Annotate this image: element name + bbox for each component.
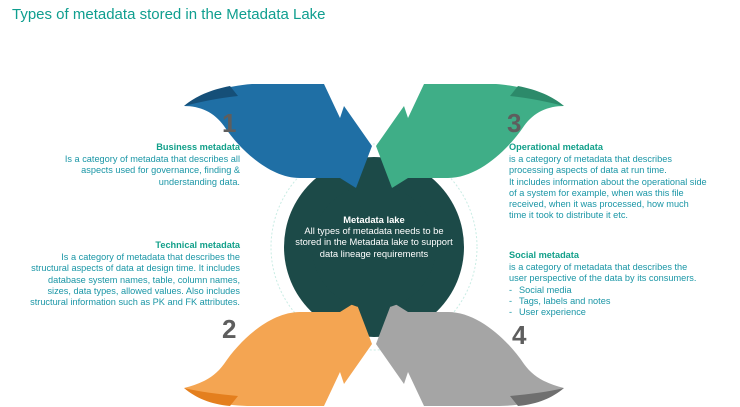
operational-metadata-heading: Operational metadata <box>509 142 603 152</box>
technical-line: database system names, table, column nam… <box>47 274 240 285</box>
business-metadata-heading: Business metadata <box>156 142 240 152</box>
operational-line: is a category of metadata that describes <box>509 154 672 165</box>
operational-line: received, when it was processed, how muc… <box>509 199 689 210</box>
social-bullet-list: Social media Tags, labels and notes User… <box>509 285 735 319</box>
social-line: is a category of metadata that describes… <box>509 262 688 273</box>
business-line: Is a category of metadata that describes… <box>64 154 240 165</box>
operational-line: processing aspects of data at run time. <box>509 165 667 176</box>
business-line: aspects used for governance, finding & <box>81 165 240 176</box>
social-bullet: User experience <box>509 307 735 318</box>
number-1: 1 <box>222 108 237 138</box>
social-bullet: Social media <box>509 285 735 296</box>
page-title: Types of metadata stored in the Metadata… <box>12 6 326 23</box>
operational-line: time it took to distribute it etc. <box>509 210 628 221</box>
social-metadata-block: Social metadata is a category of metadat… <box>509 250 735 318</box>
number-4: 4 <box>512 320 527 350</box>
technical-line: Is a category of metadata that describes… <box>61 252 240 263</box>
social-line: user perspective of the data by its cons… <box>509 273 697 284</box>
arrow-social <box>376 302 564 406</box>
business-line: understanding data. <box>158 176 240 187</box>
technical-line: structural information such as PK and FK… <box>30 297 240 308</box>
number-2: 2 <box>222 314 237 344</box>
social-bullet: Tags, labels and notes <box>509 296 735 307</box>
technical-metadata-block: Technical metadata Is a category of meta… <box>8 240 240 308</box>
operational-metadata-block: Operational metadata is a category of me… <box>509 142 735 221</box>
arrow-business <box>184 84 372 188</box>
technical-line: sizes, data types, allowed values. Also … <box>47 285 240 296</box>
center-text: Metadata lake All types of metadata need… <box>293 214 455 259</box>
operational-line: It includes information about the operat… <box>509 176 707 187</box>
operational-line: of a system for example, when was this f… <box>509 187 684 198</box>
arrow-operational <box>376 84 564 188</box>
arrow-technical <box>184 302 372 406</box>
center-body: All types of metadata needs to be stored… <box>295 225 453 259</box>
technical-metadata-heading: Technical metadata <box>155 240 240 250</box>
number-3: 3 <box>507 108 522 138</box>
outer-guide-ring <box>270 143 478 351</box>
technical-line: structural aspects of data at design tim… <box>31 263 240 274</box>
center-title: Metadata lake <box>343 214 405 225</box>
center-circle-core <box>312 185 436 309</box>
social-metadata-heading: Social metadata <box>509 250 579 260</box>
business-metadata-block: Business metadata Is a category of metad… <box>30 142 240 188</box>
